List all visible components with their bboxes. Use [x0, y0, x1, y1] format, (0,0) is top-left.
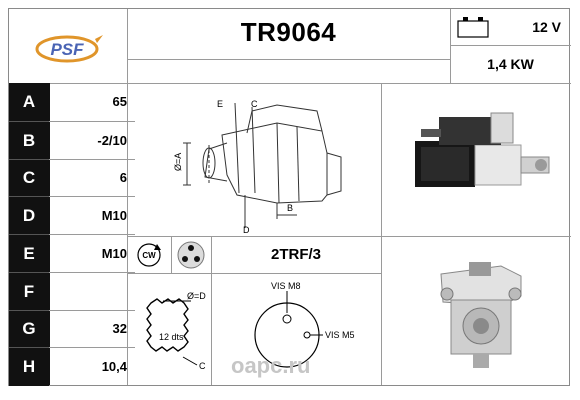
label-b: B [287, 203, 293, 213]
connector-cell [171, 236, 211, 273]
label-e: E [217, 99, 223, 109]
watermark: oapc.ru [231, 353, 311, 378]
row-value-a: 65 [112, 94, 127, 110]
logo-ring [35, 35, 99, 63]
row-label-f: F [9, 271, 49, 311]
voltage-value: 12 V [532, 19, 561, 35]
rotation-cell: CW [127, 236, 171, 273]
header-divider [9, 83, 571, 84]
starter-outline-diagram: E C Ø=A B D [173, 99, 342, 235]
terminal-m8-label: VIS M8 [271, 281, 301, 291]
starter-photo-side [381, 83, 571, 236]
cw-divider [171, 236, 172, 273]
code-row-divider [127, 273, 381, 274]
row-value-d: M10 [49, 196, 135, 234]
row-label-d: D [9, 196, 49, 235]
power-value: 1,4 KW [487, 56, 534, 72]
row-value-b: -2/10 [49, 120, 135, 159]
starter-photo-front [381, 236, 571, 385]
row-value-c: 6 [49, 158, 135, 197]
label-c: C [251, 99, 258, 109]
row-value-h: 10,4 [49, 347, 135, 385]
logo-cell: PSF [9, 9, 127, 83]
pinion-teeth-label: 12 dts [159, 332, 184, 342]
row-label-a: A [9, 83, 49, 121]
row-label-h: H [9, 347, 49, 386]
row-label-g: G [9, 309, 49, 349]
pinion-cell: Ø=D 12 dts C [127, 273, 211, 385]
starter-front-image [440, 262, 522, 368]
row-label-b: B [9, 120, 49, 160]
row-value-e: M10 [49, 234, 135, 272]
row-label-e: E [9, 234, 49, 273]
logo-arrow-icon [95, 35, 103, 43]
label-d: D [243, 225, 250, 235]
dimension-drawing: E C Ø=A B D [127, 83, 381, 236]
terminal-view-cell: VIS M8 VIS M5 oapc.ru [211, 273, 381, 385]
rotation-label: CW [142, 251, 156, 260]
pinion-diameter-label: Ø=D [187, 291, 206, 301]
connector-pins-icon [177, 241, 205, 269]
row-value-f [49, 271, 135, 310]
col-divider-2 [381, 83, 382, 385]
terminal-m5-label: VIS M5 [325, 330, 355, 340]
voltage-cell: 12 V [450, 9, 571, 45]
pinion-gear-diagram: Ø=D 12 dts C [146, 291, 206, 371]
part-number: TR9064 [240, 17, 337, 47]
col-divider-header [450, 9, 451, 83]
terminal-code: 2TRF/3 [270, 246, 321, 263]
rotation-cw-icon: CW [137, 243, 161, 267]
icon-divider [211, 236, 212, 385]
row-label-c: C [9, 158, 49, 198]
pinion-c-label: C [199, 361, 206, 371]
brand-logo: PSF [35, 35, 103, 63]
battery-icon [457, 17, 489, 38]
label-a: Ø=A [173, 153, 183, 171]
starter-side-image [415, 112, 550, 187]
spec-divider [450, 45, 571, 46]
terminal-view-diagram: VIS M8 VIS M5 [254, 281, 355, 368]
row-value-g: 32 [49, 309, 135, 348]
title-divider [127, 59, 450, 60]
mid-divider [127, 236, 571, 237]
logo-text: PSF [50, 40, 84, 59]
